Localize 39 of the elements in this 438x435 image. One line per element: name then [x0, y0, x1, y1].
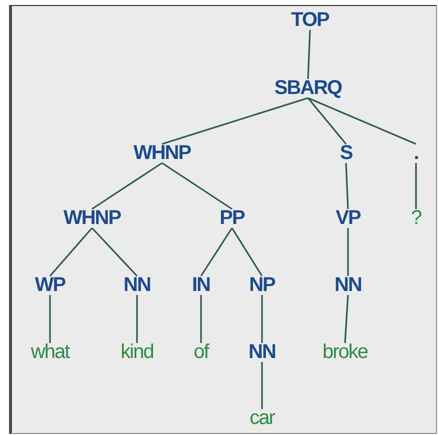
word-label: car [250, 407, 274, 429]
tree-branch [415, 163, 417, 209]
tree-branch [162, 97, 308, 145]
category-label: WHNP [133, 142, 191, 164]
category-label: TOP [291, 9, 329, 31]
tree-branch [307, 30, 311, 80]
tree-branch [308, 97, 416, 145]
tree-branch [162, 162, 232, 210]
category-label: WP [34, 274, 66, 296]
tree-branch [200, 295, 202, 343]
tree-branch [344, 294, 349, 344]
word-label: what [30, 341, 70, 363]
word-label: of [194, 341, 208, 363]
tree-branch [49, 295, 51, 343]
category-label: IN [192, 274, 210, 296]
category-label: PP [220, 207, 244, 229]
word-label: ? [410, 207, 422, 229]
word-label: kind [120, 341, 154, 363]
tree-branch [347, 228, 349, 276]
category-label: NN [248, 341, 276, 363]
tree-branch [200, 228, 233, 276]
category-label: VP [336, 207, 360, 229]
tree-branch [49, 227, 93, 277]
tree-branch [231, 228, 263, 276]
tree-branch [307, 98, 347, 144]
tree-branch [136, 295, 138, 343]
category-label: WHNP [63, 207, 121, 229]
tree-branch [261, 362, 263, 409]
word-label: broke [322, 341, 368, 363]
category-label: NP [249, 274, 275, 296]
category-label: SBARQ [274, 77, 342, 99]
category-label: NN [334, 274, 362, 296]
tree-branch [91, 227, 138, 277]
category-label: . [414, 142, 418, 164]
category-label: S [340, 142, 352, 164]
tree-branch [92, 162, 162, 210]
category-label: NN [124, 274, 150, 296]
tree-branch [345, 162, 349, 210]
tree-branch [261, 295, 263, 343]
